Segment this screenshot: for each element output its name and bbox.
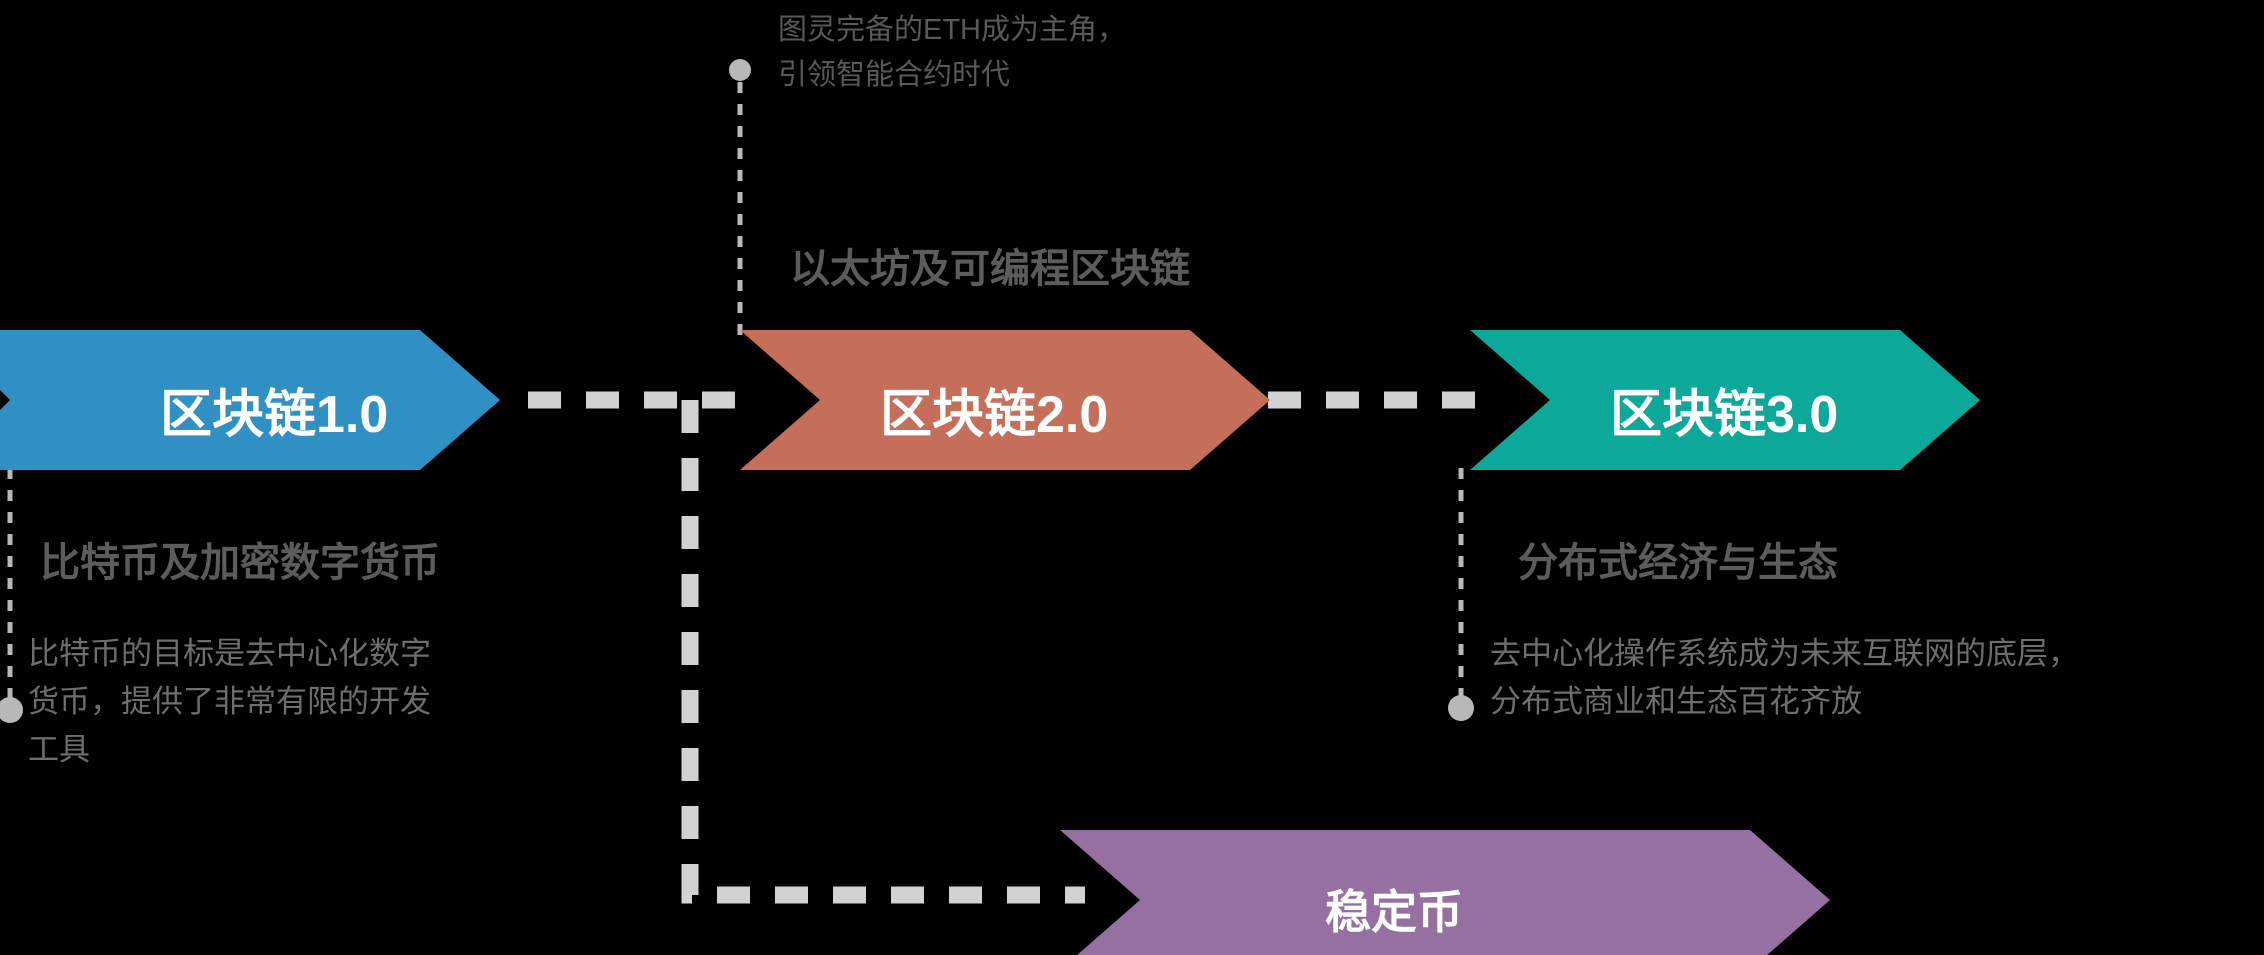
chevron-label-blockchain-2: 区块链2.0 (880, 386, 1109, 444)
stage1-callout-dot (0, 697, 23, 723)
stage3-body: 去中心化操作系统成为未来互联网的底层， 分布式商业和生态百花齐放 (1490, 630, 2250, 726)
stage2-callout-dot (729, 59, 751, 81)
stage3-body-line-2: 分布式商业和生态百花齐放 (1490, 684, 1862, 720)
stage2-note-line-1: 图灵完备的ETH成为主角， (778, 14, 1127, 46)
stage1-body: 比特币的目标是去中心化数字 货币，提供了非常有限的开发 工具 (28, 630, 628, 774)
chevron-label-stablecoin: 稳定币 (1325, 886, 1463, 938)
stage3-body-line-1: 去中心化操作系统成为未来互联网的底层， (1490, 636, 2079, 671)
stage1-heading: 比特币及加密数字货币 (40, 541, 440, 585)
stage3-callout-dot (1448, 695, 1474, 721)
stage3-heading: 分布式经济与生态 (1518, 541, 1838, 585)
stage2-heading: 以太坊及可编程区块链 (790, 247, 1190, 291)
stage2-note: 图灵完备的ETH成为主角， 引领智能合约时代 (778, 8, 1418, 98)
stage1-body-line-1: 比特币的目标是去中心化数字 (28, 636, 431, 671)
stage1-body-line-3: 工具 (28, 732, 90, 768)
stage1-body-line-2: 货币，提供了非常有限的开发 (28, 684, 431, 720)
chevron-label-blockchain-3: 区块链3.0 (1610, 386, 1839, 444)
stablecoin-branch-connector (681, 400, 1085, 904)
chevron-label-blockchain-1: 区块链1.0 (160, 386, 389, 444)
stage2-note-line-2: 引领智能合约时代 (778, 58, 1011, 91)
